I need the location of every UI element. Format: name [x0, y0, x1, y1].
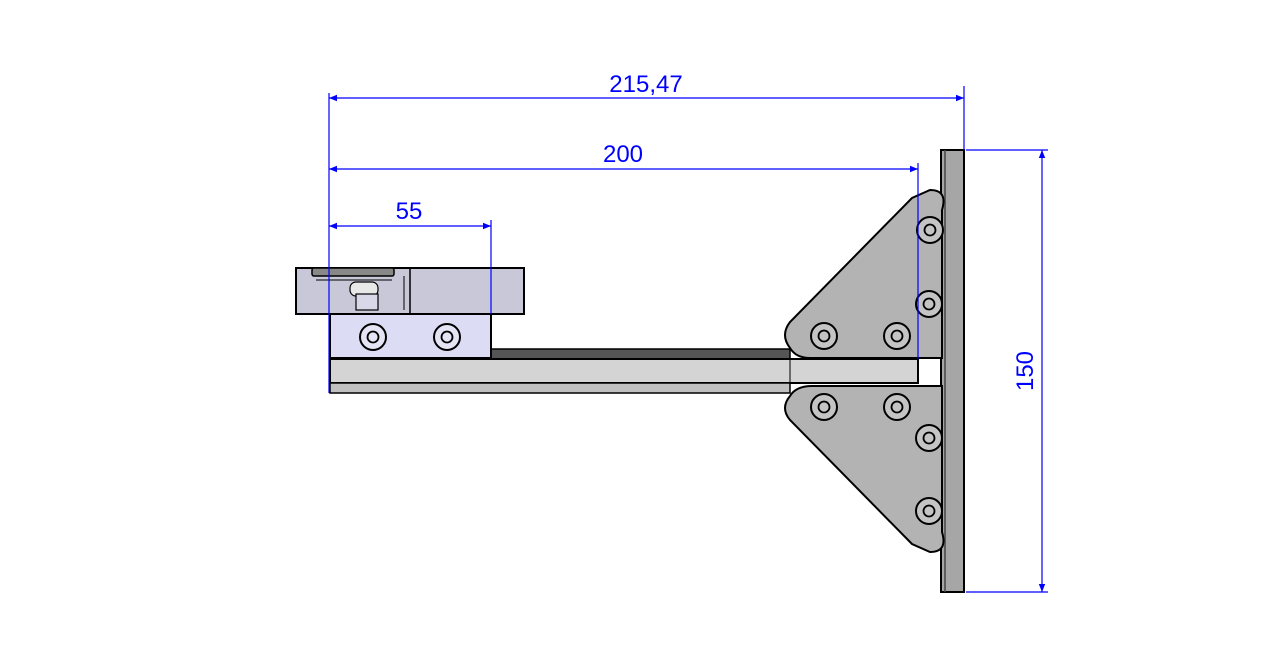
upper-gusset-bracket: [784, 188, 945, 359]
linear-rail: [329, 358, 919, 384]
bolt-icon: [433, 323, 461, 351]
rail-bottom-strip: [329, 382, 791, 394]
bolt-icon: [915, 290, 943, 318]
lower-gusset-bracket: [784, 385, 945, 554]
dim-rail-length: 200: [603, 141, 643, 168]
carriage-block: [329, 313, 492, 359]
dim-carriage-offset: 55: [396, 198, 423, 225]
dim-overall-length: 215,47: [609, 71, 682, 98]
bolt-icon: [915, 497, 943, 525]
top-clamp-bar: [311, 267, 395, 277]
bolt-icon: [810, 322, 838, 350]
bolt-icon: [883, 322, 911, 350]
bolt-icon: [916, 216, 944, 244]
rail-top-shadow: [489, 348, 791, 360]
bolt-icon: [883, 393, 911, 421]
assembly: [295, 149, 965, 593]
dim-plate-height: 150: [1012, 351, 1039, 391]
bolt-icon: [915, 424, 943, 452]
clamp-knob: [355, 293, 379, 311]
wall-plate: [940, 149, 965, 593]
bolt-icon: [810, 393, 838, 421]
bolt-icon: [359, 323, 387, 351]
dimensions: [328, 86, 1048, 593]
